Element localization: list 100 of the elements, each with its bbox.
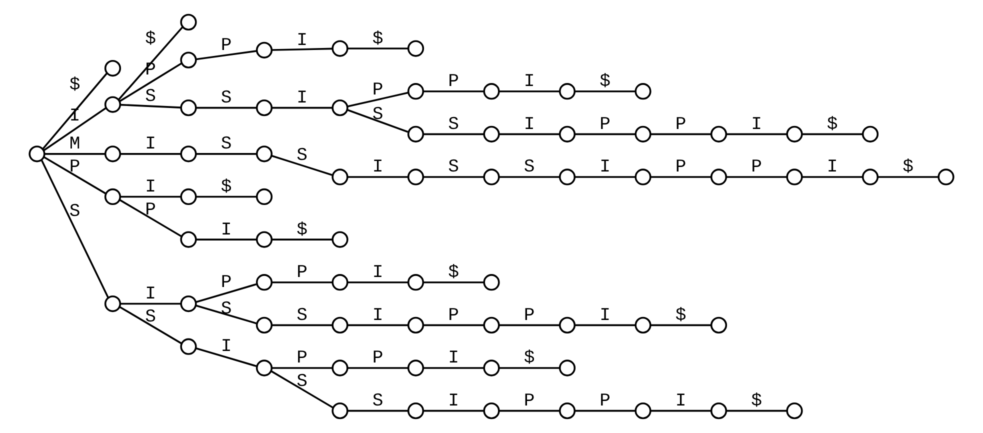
edge-label: P (220, 36, 232, 56)
edge-label: I (448, 392, 460, 412)
node-circle (332, 100, 348, 116)
edge-label: P (448, 306, 460, 326)
node-circle (558, 360, 576, 376)
node-circle (332, 231, 348, 248)
edge-label: I (220, 337, 232, 358)
node-circle (558, 402, 576, 420)
edge-label: S (372, 392, 384, 412)
connector (650, 176, 711, 178)
connector (348, 281, 408, 284)
edge-label: P (448, 72, 460, 92)
node-circle (180, 338, 197, 355)
connector (575, 176, 636, 178)
connector (272, 48, 332, 51)
edge-label: I (675, 392, 686, 412)
edge-label: S (524, 158, 535, 178)
edge-label: S (372, 105, 384, 126)
connector (272, 238, 332, 240)
connector (348, 367, 408, 369)
edge-label: M (69, 134, 80, 155)
node-circle (256, 231, 273, 248)
connector (499, 133, 560, 136)
edge-label: $ (220, 177, 232, 198)
edge-label: P (751, 158, 762, 178)
connector (802, 133, 862, 136)
connector (196, 153, 256, 155)
edge-label: S (296, 146, 308, 166)
node-circle (634, 316, 652, 334)
node-circle (332, 360, 348, 376)
node-circle (256, 360, 273, 376)
connector (424, 90, 484, 92)
node-circle (483, 316, 500, 334)
node-circle (483, 126, 500, 142)
connector (424, 367, 484, 369)
edge-label: $ (448, 263, 460, 284)
connector (424, 324, 484, 326)
node-circle (407, 360, 424, 376)
edge-label: $ (69, 75, 80, 96)
connector (348, 48, 408, 50)
edge-label: $ (751, 392, 762, 412)
edge-label: I (524, 114, 535, 135)
edge-label: $ (600, 72, 611, 92)
edge-label: S (220, 134, 232, 155)
edge-label: S (296, 372, 308, 392)
edge-label: I (220, 220, 232, 240)
connector (575, 410, 636, 412)
node-circle (104, 295, 122, 312)
edge-label: $ (902, 158, 914, 178)
node-circle (104, 96, 122, 113)
connector (878, 176, 938, 178)
connector (499, 176, 560, 178)
node-circle (407, 40, 424, 57)
node-circle (938, 168, 954, 186)
connector (424, 133, 484, 136)
edge-label: I (145, 177, 156, 198)
connector (347, 92, 408, 108)
connector (120, 153, 181, 155)
edge-label: S (69, 202, 80, 222)
connector (499, 367, 560, 369)
connector (196, 238, 256, 240)
node-circle (104, 188, 122, 206)
connector (272, 324, 332, 326)
edge-label: I (524, 72, 535, 92)
edge-label: P (675, 158, 686, 178)
node-circle (558, 83, 576, 100)
connector (42, 72, 108, 150)
node-circle (710, 126, 728, 142)
node-circle (332, 316, 348, 334)
connector (196, 347, 257, 367)
connector (196, 106, 256, 109)
edge-label: P (524, 392, 535, 412)
node-circle (407, 316, 424, 334)
node-circle (256, 316, 273, 334)
node-circle (786, 168, 803, 186)
edge-label: S (145, 308, 156, 328)
edge-label: I (372, 306, 384, 326)
node-circle (407, 274, 424, 291)
connector (118, 26, 184, 100)
edge-label: I (448, 348, 460, 369)
node-circle (180, 100, 197, 116)
edge-label: S (145, 86, 156, 107)
node-circle (483, 168, 500, 186)
connector (272, 106, 332, 109)
connector (424, 176, 484, 178)
edge-label: P (145, 200, 156, 221)
edge-label: $ (524, 348, 535, 369)
edge-label: P (524, 306, 535, 326)
connector (120, 196, 181, 198)
node-circle (256, 42, 273, 58)
edge-label: I (145, 134, 156, 155)
connector (271, 154, 332, 176)
node-circle (862, 168, 879, 186)
node-circle (180, 14, 197, 30)
edge-label: S (448, 114, 460, 135)
node-circle (332, 274, 348, 291)
connector (575, 133, 636, 136)
edge-label: P (675, 114, 686, 135)
node-circle (634, 402, 652, 420)
edge-label: I (751, 114, 762, 135)
